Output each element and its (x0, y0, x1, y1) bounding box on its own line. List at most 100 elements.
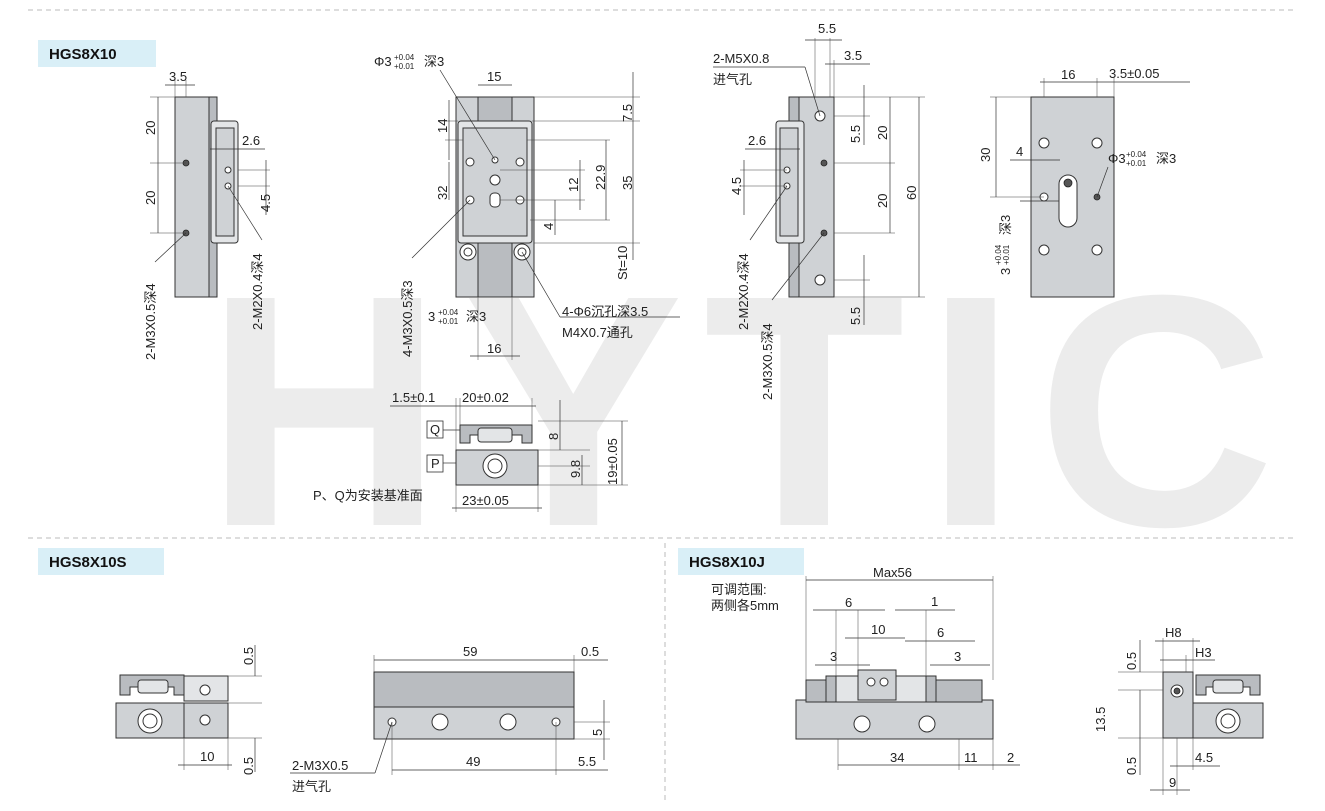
v3-slide-inner (779, 127, 799, 237)
s2-m3: 2-M3X0.5 (292, 758, 348, 773)
v3-dim-5-5c: 5.5 (848, 307, 863, 325)
v1-dim-20a: 20 (143, 121, 158, 135)
j-view1-side: 可调范围: 两侧各5mm Max56 6 1 10 6 3 3 34 11 2 (711, 565, 1020, 770)
v3-air: 进气孔 (713, 72, 752, 87)
v2-label-m3: 4-M3X0.5深3 (400, 280, 415, 357)
s1-dim-10: 10 (200, 749, 214, 764)
v3-dim-20a: 20 (875, 126, 890, 140)
v3-dim-5-5b: 5.5 (848, 125, 863, 143)
j1-dim-1: 1 (931, 594, 938, 609)
v1-dim-3-5: 3.5 (169, 69, 187, 84)
v5-dim-20: 20±0.02 (462, 390, 509, 405)
svg-text:深3: 深3 (998, 215, 1013, 235)
s-view1-end: 0.5 0.5 10 (115, 645, 262, 775)
j2-h3: H3 (1195, 645, 1212, 660)
v5-dim-9-8: 9.8 (568, 460, 583, 478)
v4-dim-4: 4 (1016, 144, 1023, 159)
j1-adj1: 可调范围: (711, 582, 767, 597)
v1-slide-inner (215, 127, 235, 237)
s1-dim-0-5a: 0.5 (241, 647, 256, 665)
j-view2-end: H8 H3 0.5 13.5 0.5 4.5 9 (1093, 625, 1264, 795)
j1-dim-10: 10 (871, 622, 885, 637)
j2-dim-0-5b: 0.5 (1124, 757, 1139, 775)
svg-text:+0.04: +0.04 (994, 244, 1003, 265)
s2-top (373, 671, 575, 708)
v5-note: P、Q为安装基准面 (313, 488, 423, 503)
v1-dim-2-6: 2.6 (242, 133, 260, 148)
j2-dim-13-5: 13.5 (1093, 707, 1108, 732)
v3-dim-4-5: 4.5 (729, 177, 744, 195)
v1-hole (224, 166, 232, 174)
v2-dim-7-5: 7.5 (620, 104, 635, 122)
j2-h8: H8 (1165, 625, 1182, 640)
svg-text:HGS8X10S: HGS8X10S (49, 554, 127, 571)
v2-dim-14: 14 (435, 119, 450, 133)
section-title-hgs8x10: HGS8X10 (38, 40, 156, 67)
v5-dim-8: 8 (546, 433, 561, 440)
v2-through: M4X0.7通孔 (562, 325, 633, 340)
v1-dim-4-5: 4.5 (258, 194, 273, 212)
j1-max: Max56 (873, 565, 912, 580)
j2-dim-0-5a: 0.5 (1124, 652, 1139, 670)
svg-text:+0.01: +0.01 (394, 62, 415, 71)
svg-text:HGS8X10J: HGS8X10J (689, 554, 765, 571)
s2-dim-49: 49 (466, 754, 480, 769)
v3-dim-2-6: 2.6 (748, 133, 766, 148)
svg-text:+0.01: +0.01 (1126, 159, 1147, 168)
svg-text:HGS8X10: HGS8X10 (49, 46, 117, 63)
v2-dim-16: 16 (487, 341, 501, 356)
v2-dim-35: 35 (620, 176, 635, 190)
v2-phi3: Φ3 (374, 54, 392, 69)
v5-q: Q (430, 422, 440, 437)
section-title-hgs8x10j: HGS8X10J (678, 548, 804, 575)
j1-dim-11: 11 (964, 750, 978, 765)
v5-dim-23: 23±0.05 (462, 493, 509, 508)
s1-dim-0-5b: 0.5 (241, 757, 256, 775)
v5-p: P (431, 456, 440, 471)
j2-dim-9: 9 (1169, 775, 1176, 790)
view1-side: 3.5 20 20 2.6 4.5 2-M2X0.4深4 2-M3X0.5深4 (143, 69, 273, 360)
v3-body (798, 96, 835, 298)
v2-dim-12: 12 (566, 178, 581, 192)
v2-st: St=10 (615, 246, 630, 280)
v1-body (174, 96, 210, 298)
svg-text:+0.01: +0.01 (438, 317, 459, 326)
v2-dim-22-9: 22.9 (593, 165, 608, 190)
svg-text:深3: 深3 (1156, 151, 1176, 166)
v1-label-m2: 2-M2X0.4深4 (250, 253, 265, 330)
v2-dim-4: 4 (541, 223, 556, 230)
j1-base (795, 699, 994, 740)
v1-label-m3: 2-M3X0.5深4 (143, 283, 158, 360)
v4-dim-30: 30 (978, 148, 993, 162)
v4-slot: 3 (998, 268, 1013, 275)
v5-dim-19: 19±0.05 (605, 438, 620, 485)
j1-dim-34: 34 (890, 750, 904, 765)
v2-dim-32: 32 (435, 186, 450, 200)
v2-hole3: 3 (428, 309, 435, 324)
v5-dim-1-5: 1.5±0.1 (392, 390, 435, 405)
j1-dim-6a: 6 (845, 595, 852, 610)
v1-dim-20b: 20 (143, 191, 158, 205)
view5-end: Q P 1.5±0.1 20±0.02 8 9.8 19±0.05 P、Q为安装… (313, 390, 628, 512)
v4-dim-3-5: 3.5±0.05 (1109, 66, 1160, 81)
svg-text:+0.04: +0.04 (438, 308, 459, 317)
v3-label-m2: 2-M2X0.4深4 (736, 253, 751, 330)
j2-clamp (1162, 671, 1194, 739)
s2-dim-5: 5 (590, 729, 605, 736)
section-title-hgs8x10s: HGS8X10S (38, 548, 164, 575)
v3-dim-5-5: 5.5 (818, 21, 836, 36)
svg-text:深3: 深3 (424, 54, 444, 69)
s2-bottom (373, 706, 575, 740)
v3-label-m3: 2-M3X0.5深4 (760, 323, 775, 400)
v3-m5: 2-M5X0.8 (713, 51, 769, 66)
v4-dim-16: 16 (1061, 67, 1075, 82)
s2-air: 进气孔 (292, 779, 331, 794)
svg-text:深3: 深3 (466, 309, 486, 324)
view3-side: 5.5 2-M5X0.8 进气孔 3.5 5.5 20 20 60 5.5 2.… (713, 21, 925, 400)
s2-dim-5-5: 5.5 (578, 754, 596, 769)
j2-dim-4-5: 4.5 (1195, 750, 1213, 765)
view4-bottom: 16 3.5±0.05 30 4 Φ3 +0.04 +0.01 深3 3 +0.… (978, 66, 1190, 298)
j1-dim-3b: 3 (954, 649, 961, 664)
v3-dim-60: 60 (904, 186, 919, 200)
